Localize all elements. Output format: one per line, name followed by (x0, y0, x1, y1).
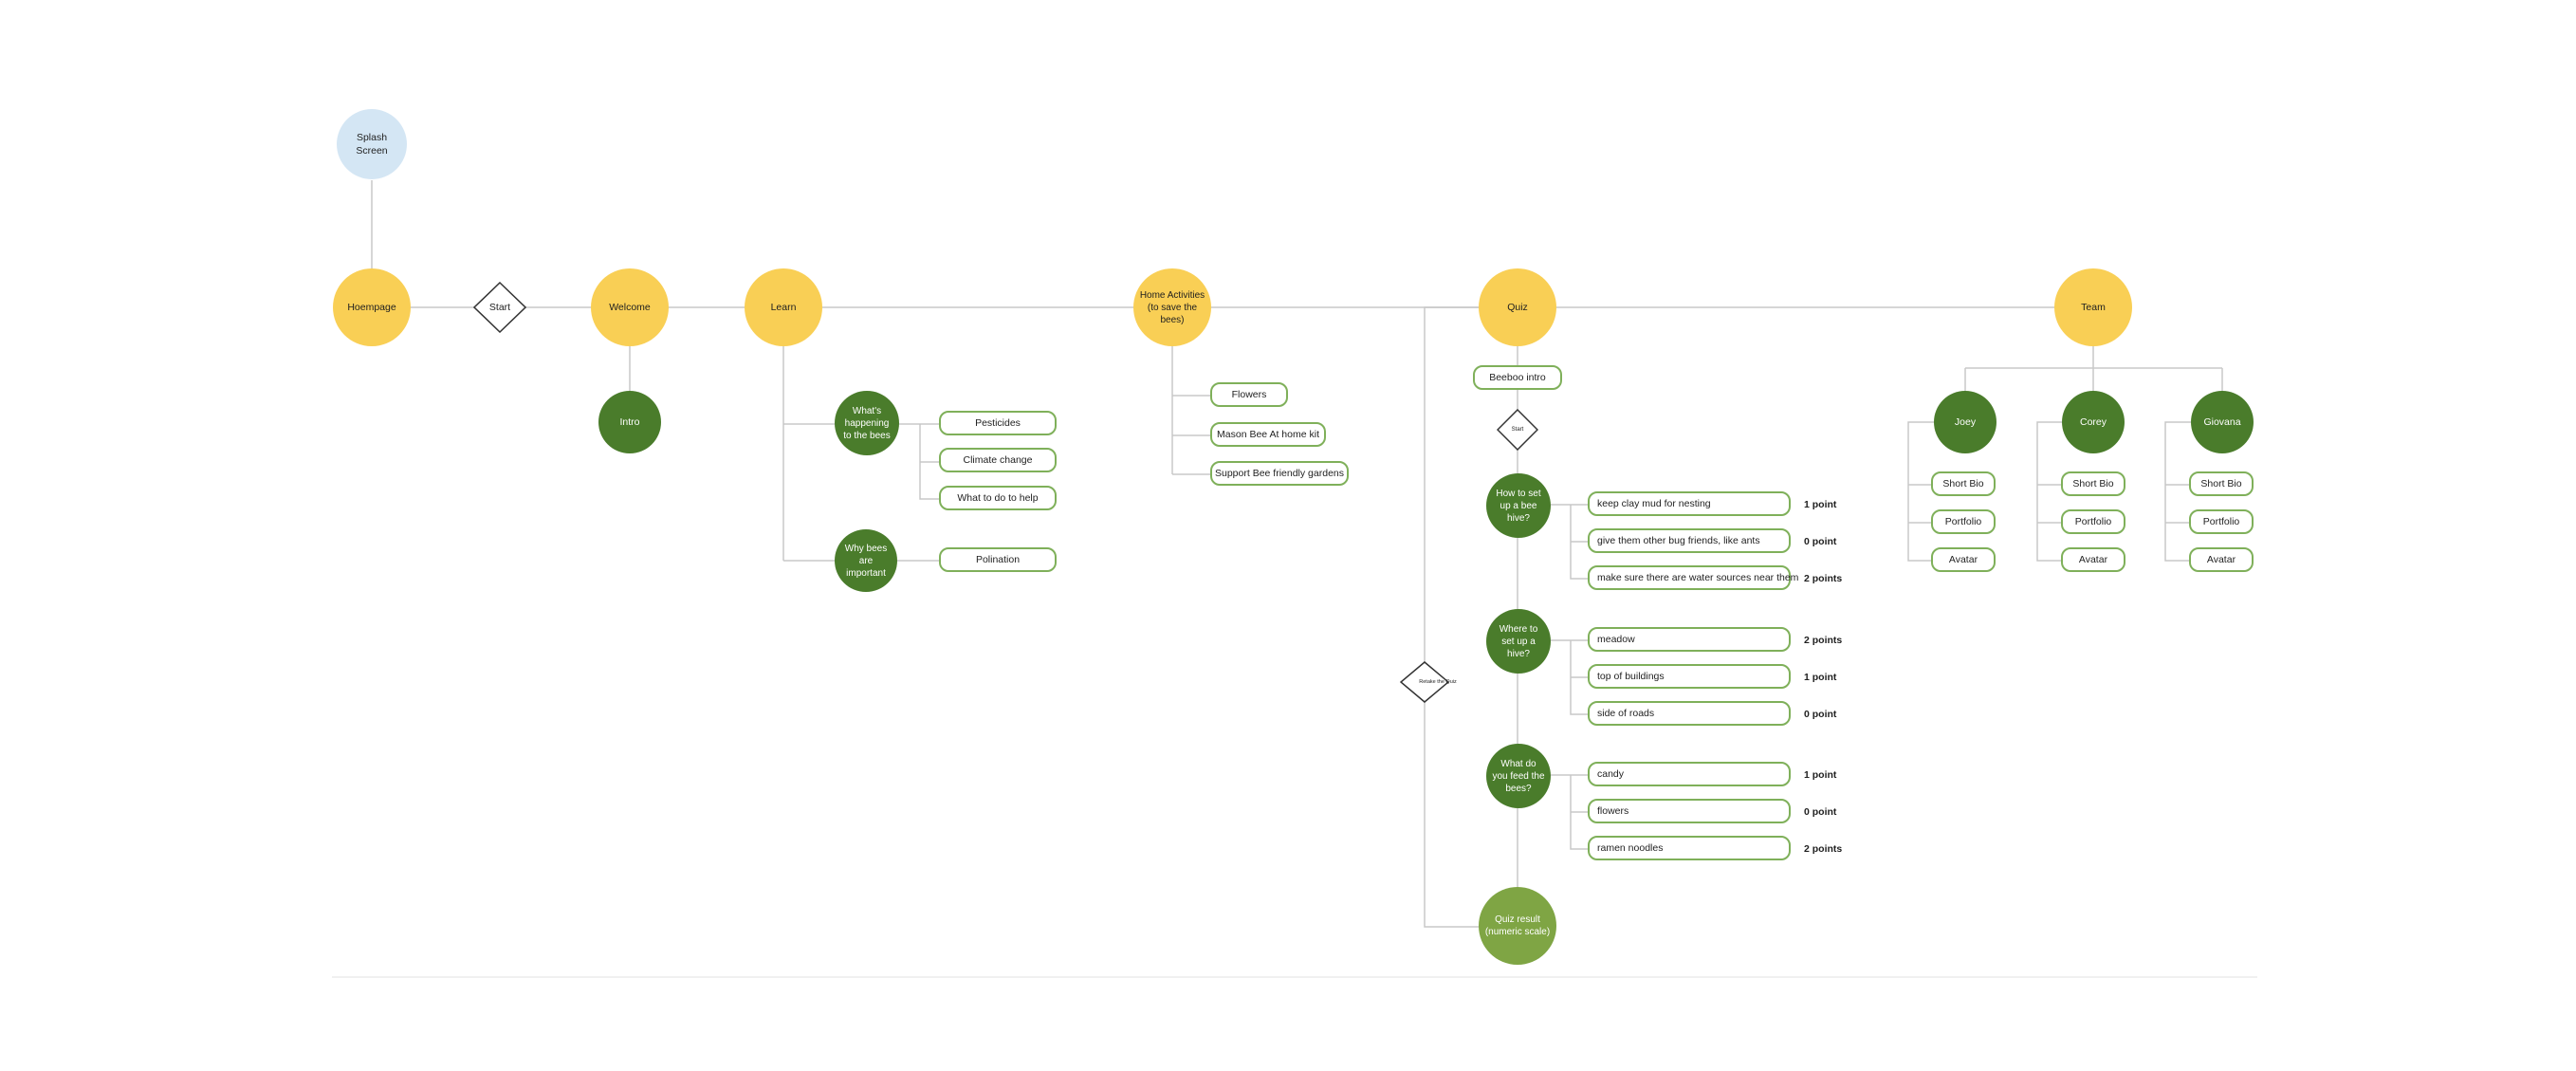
answer-option: flowers (1588, 799, 1791, 823)
what-to-do-page: What to do to help (939, 486, 1057, 510)
corey-portfolio: Portfolio (2061, 509, 2125, 534)
retake-decision: Retake the Quiz (1400, 661, 1457, 703)
giovana-portfolio: Portfolio (2189, 509, 2254, 534)
joey-short-bio: Short Bio (1931, 471, 1996, 496)
answer-points: 2 points (1804, 843, 1843, 855)
quiz-node: Quiz (1479, 268, 1556, 346)
beeboo-intro-page: Beeboo intro (1473, 365, 1562, 390)
intro-node: Intro (598, 391, 661, 453)
answer-option: ramen noodles (1588, 836, 1791, 860)
quiz-start-label: Start (1511, 427, 1524, 433)
corey-node: Corey (2062, 391, 2125, 453)
answer-points: 0 point (1804, 709, 1837, 720)
answer-points: 0 point (1804, 536, 1837, 547)
answer-points: 2 points (1804, 635, 1843, 646)
diamond-shape (1497, 409, 1538, 451)
learn-node: Learn (745, 268, 822, 346)
answer-option: give them other bug friends, like ants (1588, 528, 1791, 553)
answer-points: 0 point (1804, 806, 1837, 818)
joey-avatar: Avatar (1931, 547, 1996, 572)
polination-page: Polination (939, 547, 1057, 572)
answer-points: 1 point (1804, 499, 1837, 510)
question-3-node: What do you feed the bees? (1486, 744, 1551, 808)
quiz-start-decision: Start (1497, 409, 1538, 451)
answer-points: 1 point (1804, 672, 1837, 683)
whats-happening-node: What's happening to the bees (835, 391, 899, 455)
flowers-page: Flowers (1210, 382, 1288, 407)
why-bees-node: Why bees are important (835, 529, 897, 592)
question-1-node: How to set up a bee hive? (1486, 473, 1551, 538)
diamond-shape (1400, 661, 1449, 703)
corey-short-bio: Short Bio (2061, 471, 2125, 496)
answer-points: 1 point (1804, 769, 1837, 781)
giovana-short-bio: Short Bio (2189, 471, 2254, 496)
answer-option: candy (1588, 762, 1791, 786)
home-activities-node: Home Activities (to save the bees) (1133, 268, 1211, 346)
giovana-node: Giovana (2191, 391, 2254, 453)
climate-change-page: Climate change (939, 448, 1057, 472)
corey-avatar: Avatar (2061, 547, 2125, 572)
answer-option: top of buildings (1588, 664, 1791, 689)
support-bee-page: Support Bee friendly gardens (1210, 461, 1349, 486)
answer-option: make sure there are water sources near t… (1588, 565, 1798, 590)
start-decision: Start (473, 282, 526, 333)
team-node: Team (2054, 268, 2132, 346)
joey-portfolio: Portfolio (1931, 509, 1996, 534)
retake-label: Retake the Quiz (1419, 678, 1457, 685)
giovana-avatar: Avatar (2189, 547, 2254, 572)
start-label: Start (488, 302, 511, 313)
welcome-node: Welcome (591, 268, 669, 346)
diamond-shape (473, 282, 526, 333)
answer-option: keep clay mud for nesting (1588, 491, 1791, 516)
answer-points: 2 points (1804, 573, 1843, 584)
answer-option: meadow (1588, 627, 1791, 652)
splash-screen-node: Splash Screen (337, 109, 407, 179)
quiz-result-node: Quiz result (numeric scale) (1479, 887, 1556, 965)
joey-node: Joey (1934, 391, 1996, 453)
pesticides-page: Pesticides (939, 411, 1057, 435)
homepage-node: Hoempage (333, 268, 411, 346)
answer-option: side of roads (1588, 701, 1791, 726)
question-2-node: Where to set up a hive? (1486, 609, 1551, 674)
mason-bee-page: Mason Bee At home kit (1210, 422, 1326, 447)
